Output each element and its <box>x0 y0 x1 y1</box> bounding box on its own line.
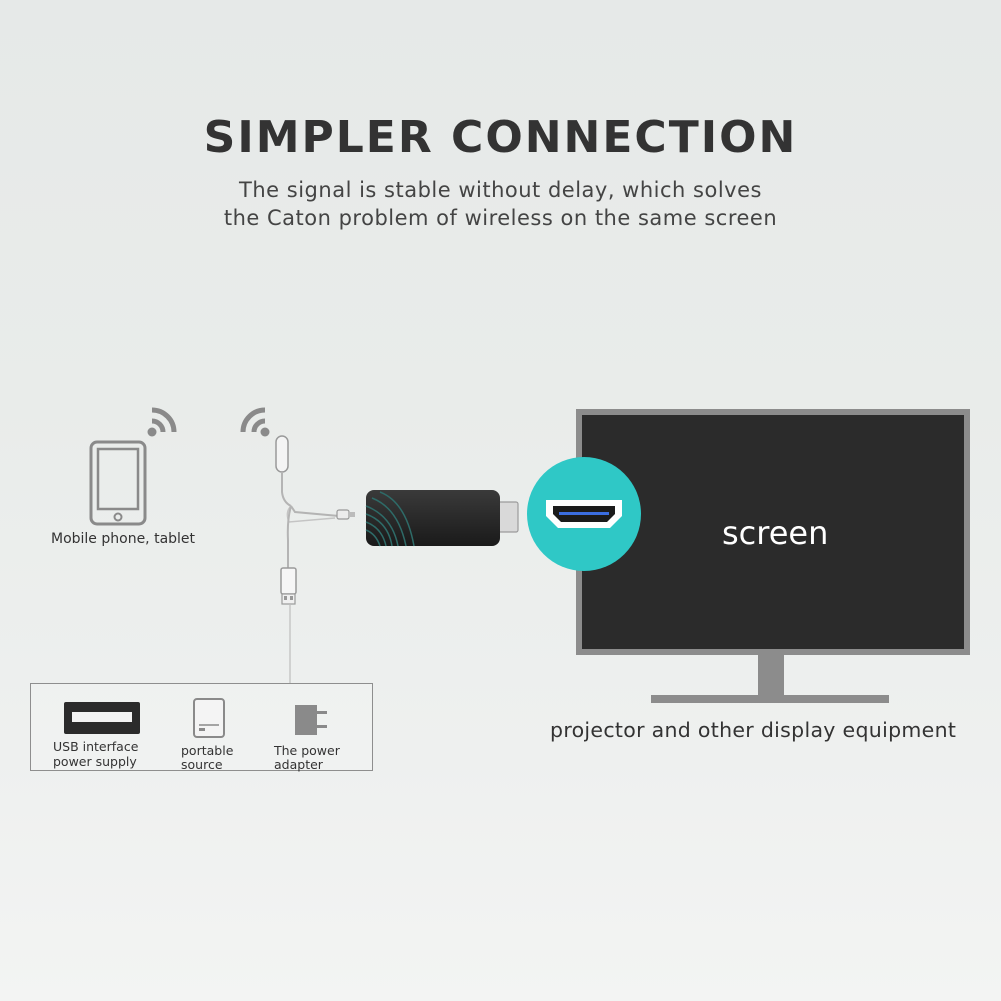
antenna-wifi-icon <box>240 407 270 437</box>
tv-screen-label: screen <box>722 514 829 552</box>
power-adapter-icon <box>295 705 327 735</box>
usb-power-label-2: power supply <box>53 754 137 769</box>
display-caption: projector and other display equipment <box>550 718 957 742</box>
power-adapter-label-2: adapter <box>274 757 323 772</box>
usb-port-icon <box>64 702 140 734</box>
hdmi-icon <box>527 457 641 571</box>
hdmi-dongle <box>365 490 519 547</box>
power-bank-icon <box>193 698 225 738</box>
portable-source-label-2: source <box>181 757 223 772</box>
wifi-signal-icon <box>147 407 177 437</box>
portable-source-label-1: portable <box>181 743 234 758</box>
subtitle-line-1: The signal is stable without delay, whic… <box>239 178 762 202</box>
tv-display <box>576 409 970 703</box>
page-title: SIMPLER CONNECTION <box>203 112 798 163</box>
phone-tablet-label: Mobile phone, tablet <box>51 531 196 547</box>
subtitle-line-2: the Caton problem of wireless on the sam… <box>223 206 778 230</box>
usb-power-label-1: USB interface <box>53 739 139 754</box>
dongle-cable <box>275 435 355 684</box>
power-adapter-label-1: The power <box>274 743 340 758</box>
tablet-icon <box>89 440 147 526</box>
